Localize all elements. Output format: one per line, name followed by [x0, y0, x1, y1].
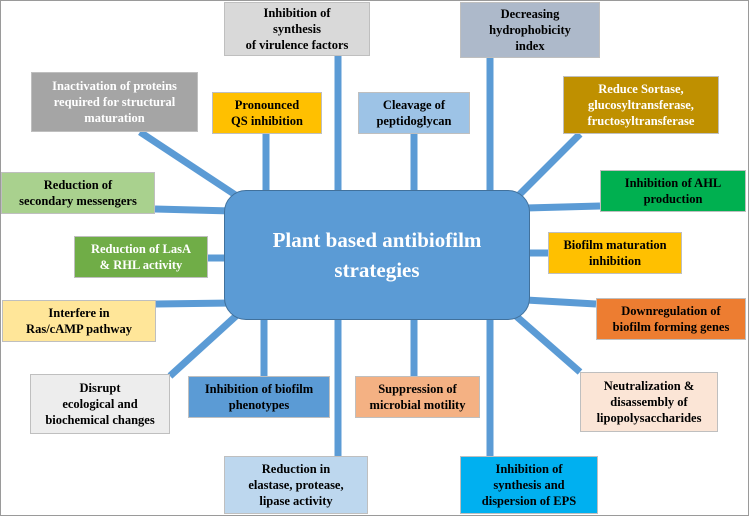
box-hydrophobicity: Decreasing hydrophobicity index — [460, 2, 600, 58]
spoke-ahl — [525, 202, 601, 212]
box-inactivation: Inactivation of proteins required for st… — [31, 72, 198, 132]
center-hub: Plant based antibiofilm strategies — [224, 190, 530, 320]
box-peptidoglycan: Cleavage of peptidoglycan — [358, 92, 470, 134]
box-qs: Pronounced QS inhibition — [212, 92, 322, 134]
box-lasa: Reduction of LasA & RHL activity — [74, 236, 208, 278]
spoke-sortase — [513, 131, 583, 201]
spoke-downregulation — [525, 296, 597, 308]
box-ras: Interfere in Ras/cAMP pathway — [2, 300, 156, 342]
box-maturation: Biofilm maturation inhibition — [548, 232, 682, 274]
box-virulence: Inhibition of synthesis of virulence fac… — [224, 2, 370, 56]
spoke-disrupt — [167, 313, 239, 379]
box-eps: Inhibition of synthesis and dispersion o… — [460, 456, 598, 514]
spoke-lps — [513, 313, 583, 375]
box-sortase: Reduce Sortase, glucosyltransferase, fru… — [563, 76, 719, 134]
box-motility: Suppression of microbial motility — [355, 376, 480, 418]
spoke-secondary — [154, 205, 233, 215]
box-elastase: Reduction in elastase, protease, lipase … — [224, 456, 368, 514]
spoke-inactivation — [138, 129, 242, 201]
box-secondary: Reduction of secondary messengers — [1, 172, 155, 214]
box-ahl: Inhibition of AHL production — [600, 170, 746, 212]
box-phenotypes: Inhibition of biofilm phenotypes — [188, 376, 330, 418]
spoke-ras — [155, 299, 233, 308]
box-downregulation: Downregulation of biofilm forming genes — [596, 298, 746, 340]
box-lps: Neutralization & disassembly of lipopoly… — [580, 372, 718, 432]
box-disrupt: Disrupt ecological and biochemical chang… — [30, 374, 170, 434]
